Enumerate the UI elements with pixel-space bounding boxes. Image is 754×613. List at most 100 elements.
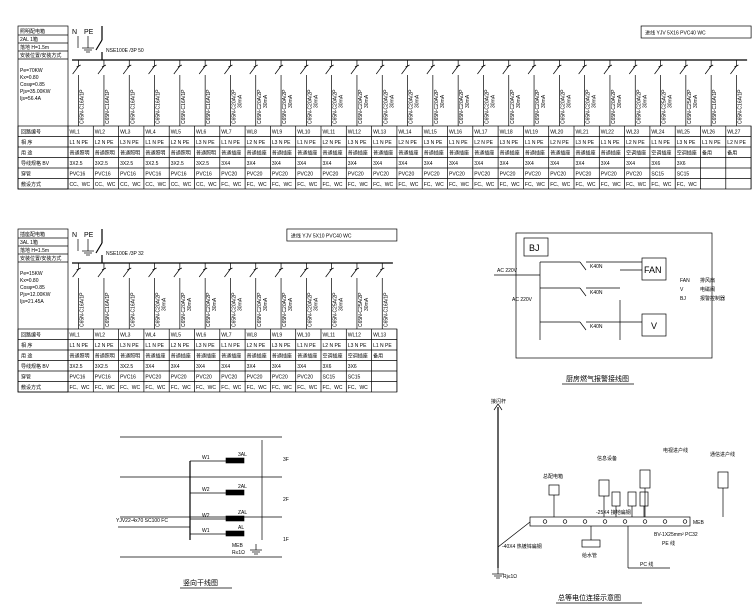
cell-conduit: PVC20	[500, 172, 516, 178]
cell-cable: 3X4	[424, 161, 433, 167]
cell-phase: L2 N PE	[626, 140, 645, 146]
device-label: 信息设备	[597, 455, 617, 462]
incoming-cable-label: 进线 YJV 5X10 PVC40 WC	[291, 233, 352, 240]
breaker-model-label: C65N-C20A/2P	[409, 89, 415, 124]
alarm-frame	[515, 232, 713, 359]
cell-phase: L2 N PE	[95, 140, 114, 146]
breaker-blade	[325, 268, 332, 278]
panel-load-text: Pe=15KW	[20, 271, 43, 277]
panel-header-text: 照明配电箱	[20, 28, 45, 35]
breaker-mark	[658, 64, 663, 68]
breaker-mark	[531, 64, 537, 68]
cell-use: 普通插座	[221, 353, 241, 360]
circuit-breaker-symbol	[375, 263, 385, 293]
contact-blade	[579, 261, 587, 271]
breaker-model-label: C65N-C20A/2P	[333, 89, 339, 124]
breaker-mark	[152, 64, 157, 68]
breaker-blade	[72, 268, 79, 278]
legend-key: FAN	[680, 278, 690, 284]
breaker-mark	[354, 267, 360, 271]
cell-use: 普通插座	[474, 150, 494, 157]
cell-code: WL19	[525, 130, 538, 136]
cell-phase: L3 N PE	[120, 140, 139, 146]
circuit-breaker-symbol	[325, 60, 334, 90]
breaker-mark	[127, 64, 132, 68]
breaker-model-label: C65N-C20A/2P	[181, 292, 187, 327]
cell-phase: L1 N PE	[449, 140, 468, 146]
breaker-model-label: C65N-C20A/2P	[459, 89, 465, 124]
rcd-rating-label: 30mA	[566, 94, 572, 108]
circuit-breaker-symbol	[603, 60, 613, 90]
cell-conduit: PVC20	[373, 172, 389, 178]
cell-use: 普通照明	[120, 353, 140, 360]
cell-cable: 3X4	[474, 161, 483, 167]
breaker-blade	[578, 65, 585, 75]
breaker-mark	[354, 64, 360, 68]
panel-header-text: 2AL 1箱	[20, 36, 38, 43]
cell-method: FC、WC	[373, 182, 393, 188]
cell-use: 普通插座	[297, 150, 317, 157]
breaker-blade	[451, 65, 459, 75]
circuit-breaker-symbol	[350, 60, 360, 90]
cell-code: WL5	[171, 333, 182, 339]
row-label: 穿管	[21, 171, 31, 178]
tv-entry-icon	[639, 469, 651, 489]
cell-code: WL8	[247, 333, 258, 339]
cell-cable: 3X4	[221, 364, 230, 370]
breaker-blade	[527, 65, 535, 75]
cell-cable: 3X4	[398, 161, 407, 167]
circuit-column: C65N-C16A/1P	[97, 60, 111, 126]
breaker-mark	[253, 64, 258, 68]
breaker-blade	[148, 268, 155, 278]
row-label: 相 序	[21, 139, 32, 146]
rcd-rating-label: 30mA	[541, 94, 547, 108]
cell-cable: 3X4	[272, 364, 281, 370]
busbar-bolt	[602, 519, 608, 524]
panel-header-text: 落地 H=1.5m	[20, 44, 49, 51]
cell-phase: L1 N PE	[70, 140, 89, 146]
telecom-entry-icon	[717, 471, 729, 489]
cell-code: WL10	[297, 333, 310, 339]
cell-phase: L3 N PE	[348, 343, 367, 349]
cell-method: FC、WC	[247, 385, 267, 391]
cell-conduit: PVC20	[171, 375, 187, 381]
cell-method: FC、WC	[297, 182, 317, 188]
breaker-blade	[198, 65, 206, 75]
incoming-cable-box	[286, 228, 398, 242]
breaker-model-label: C65N-C20A/2P	[535, 89, 541, 124]
breaker-model-label: C65N-C20A/2P	[231, 292, 237, 327]
breaker-mark	[304, 267, 309, 271]
breaker-model-label: C65N-C16A/1P	[105, 89, 111, 124]
cell-phase: L3 N PE	[576, 140, 595, 146]
rcd-rating-label: 30mA	[212, 297, 218, 311]
wire-label: W1	[202, 455, 210, 461]
cell-conduit: PVC20	[221, 375, 237, 381]
earth-busbar	[529, 516, 691, 527]
meb-label: MEB	[693, 520, 705, 526]
breaker-blade	[148, 65, 155, 75]
cell-code: WL24	[651, 130, 664, 136]
cell-cable: 3X6	[677, 161, 686, 167]
cell-phase: L2 N PE	[171, 140, 190, 146]
pipe-label: 给水管	[582, 552, 597, 559]
circuit-breaker-symbol	[401, 60, 410, 90]
circuit-breaker-symbol	[249, 263, 258, 293]
circuit-breaker-symbol	[72, 263, 81, 293]
cell-cable: 3X4	[626, 161, 635, 167]
breaker-blade	[553, 65, 560, 75]
cell-use: 普通插座	[272, 353, 292, 360]
earth-electrode-symbol	[492, 568, 504, 579]
cell-cable: 3X4	[297, 364, 306, 370]
breaker-mark	[455, 64, 461, 68]
breaker-blade	[654, 65, 661, 75]
rcd-rating-label: 30mA	[490, 94, 496, 108]
breaker-mark	[177, 64, 183, 68]
